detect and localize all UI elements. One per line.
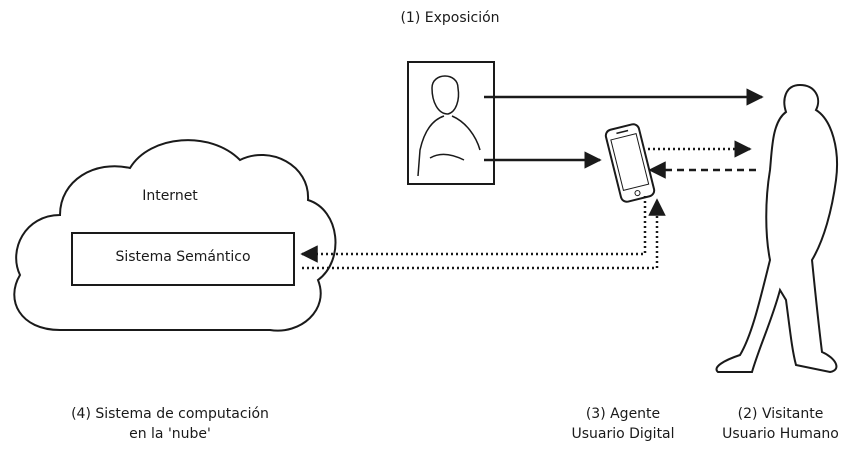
semantic-system-label: Sistema Semántico	[115, 249, 251, 265]
visitor-caption: (2) Visitante Usuario Humano	[700, 404, 861, 444]
cloud-icon	[13, 139, 337, 332]
agent-caption-line2: Usuario Digital	[571, 426, 675, 442]
cloud-caption-line2: en la 'nube'	[129, 426, 211, 442]
smartphone-icon	[604, 123, 656, 203]
exposition-label: (1) Exposición	[400, 10, 500, 26]
arrow-cloud-to-phone-dotted	[302, 198, 666, 270]
visitor-caption-line2: Usuario Humano	[722, 426, 839, 442]
arrow-phone-to-cloud-dotted	[300, 196, 647, 263]
mona-lisa-portrait-icon	[407, 61, 495, 185]
agent-caption: (3) Agente Usuario Digital	[548, 404, 698, 444]
visitor-caption-line1: (2) Visitante	[737, 406, 824, 422]
human-silhouette-icon	[715, 83, 838, 374]
internet-label: Internet	[142, 188, 198, 204]
cloud-caption: (4) Sistema de computación en la 'nube'	[0, 404, 340, 444]
cloud-caption-line1: (4) Sistema de computación	[71, 406, 269, 422]
semantic-system-box	[71, 232, 295, 286]
agent-caption-line1: (3) Agente	[585, 406, 661, 422]
